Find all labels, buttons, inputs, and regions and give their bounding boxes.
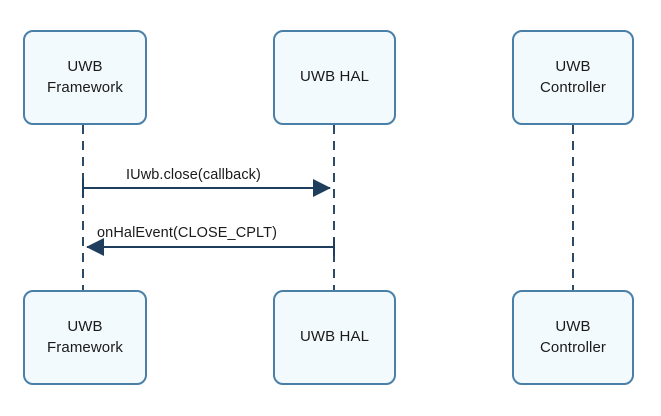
participant-box-uwb-hal-bottom[interactable]: UWB HAL xyxy=(273,290,396,385)
participant-box-uwb-framework-bottom[interactable]: UWB Framework xyxy=(23,290,147,385)
lifeline-hit-uwb-hal[interactable] xyxy=(328,125,341,290)
participant-box-uwb-controller-bottom[interactable]: UWB Controller xyxy=(512,290,634,385)
message-hit-iuwb-close[interactable] xyxy=(83,181,335,196)
lifeline-hit-uwb-framework[interactable] xyxy=(77,125,90,290)
message-hit-onhalevent-close-cplt[interactable] xyxy=(83,240,335,255)
lifeline-hit-uwb-controller[interactable] xyxy=(567,125,580,290)
message-label-onhalevent-close-cplt: onHalEvent(CLOSE_CPLT) xyxy=(97,225,278,241)
participant-box-uwb-framework-top[interactable]: UWB Framework xyxy=(23,30,147,125)
participant-box-uwb-controller-top[interactable]: UWB Controller xyxy=(512,30,634,125)
message-label-iuwb-close: IUwb.close(callback) xyxy=(126,167,261,183)
participant-box-uwb-hal-top[interactable]: UWB HAL xyxy=(273,30,396,125)
